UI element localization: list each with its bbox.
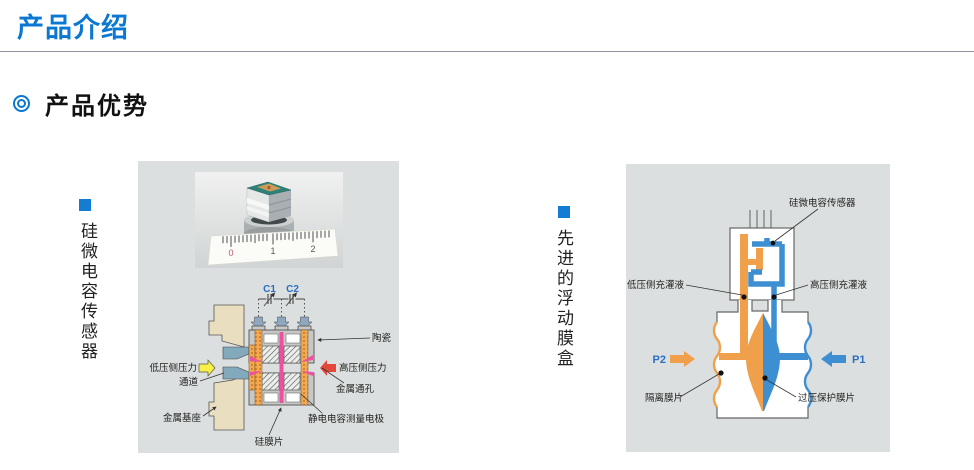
floating-capsule-diagram: 硅微电容传感器 低压侧充灌液 高压侧充灌液 P2 P1 隔离膜片 过压保护膜片	[627, 197, 868, 419]
p1-arrow-icon	[821, 351, 846, 367]
label-low-fill: 低压侧充灌液	[627, 279, 685, 291]
sensor-cube	[246, 181, 292, 223]
silicon-diaphragm-shape	[250, 332, 313, 403]
metal-via-columns	[248, 329, 309, 406]
feature-label-left: 硅微电容传感器	[78, 222, 97, 362]
label-sensor: 硅微电容传感器	[789, 197, 856, 209]
feature-bullet-icon	[79, 199, 91, 211]
capsule-feature-panel: 硅微电容传感器 低压侧充灌液 高压侧充灌液 P2 P1 隔离膜片 过压保护膜片	[626, 164, 890, 452]
isolation-diaphragm-left	[712, 321, 722, 408]
feature-bullet-icon	[558, 206, 570, 218]
label-p2: P2	[653, 354, 666, 366]
ruler-mark-0: 0	[228, 248, 233, 258]
section-title: 产品优势	[45, 93, 149, 120]
metal-base-upper	[208, 304, 245, 348]
section-header: 产品优势	[13, 86, 149, 121]
capacitor-circuit	[258, 292, 305, 317]
sensor-cross-section-diagram: C1 C2	[149, 284, 392, 448]
sensor-wires	[749, 210, 772, 244]
ruler-mark-1: 1	[270, 246, 275, 256]
header-divider	[0, 51, 974, 52]
anchor-dots	[718, 240, 777, 381]
bullseye-icon	[13, 95, 30, 112]
sensor-photo: 0 1 2	[195, 172, 343, 268]
label-low-pressure: 低压侧压力	[149, 362, 197, 374]
label-high-fill: 高压侧充灌液	[810, 279, 868, 291]
diaphragm-right	[803, 321, 813, 408]
ruler-mark-2: 2	[310, 244, 315, 254]
electrode-arrows	[250, 316, 313, 330]
channel-lower	[222, 366, 252, 380]
sensor-feature-panel: 0 1 2	[138, 161, 399, 453]
ruler: 0 1 2	[207, 228, 339, 266]
low-pressure-arrow-icon	[198, 359, 216, 377]
metal-base-lower	[208, 374, 245, 431]
channel-upper	[222, 346, 252, 360]
label-silicon-diaphragm: 硅膜片	[255, 436, 284, 448]
label-high-pressure: 高压侧压力	[339, 362, 387, 374]
label-overpressure-diaphragm: 过压保护膜片	[798, 392, 855, 404]
label-ceramic: 陶瓷	[372, 332, 392, 344]
capsule-body-outline	[716, 300, 809, 419]
label-channel: 通道	[179, 376, 199, 388]
high-pressure-arrow-icon	[320, 360, 336, 376]
leader-lines	[679, 208, 819, 398]
label-metal-base: 金属基座	[163, 412, 202, 424]
label-isolation-diaphragm: 隔离膜片	[645, 392, 683, 404]
capacitor-label-c2: C2	[286, 284, 299, 295]
high-side-fill-liquid	[748, 238, 808, 411]
label-metal-via: 金属通孔	[336, 383, 375, 395]
feature-label-right: 先进的浮动膜盒	[554, 229, 573, 369]
page-title: 产品介绍	[17, 13, 129, 43]
leader-lines	[199, 337, 371, 436]
p2-arrow-icon	[670, 351, 695, 367]
label-electrode: 静电电容测量电极	[308, 413, 385, 425]
label-p1: P1	[852, 354, 865, 366]
capacitor-label-c1: C1	[263, 284, 276, 295]
